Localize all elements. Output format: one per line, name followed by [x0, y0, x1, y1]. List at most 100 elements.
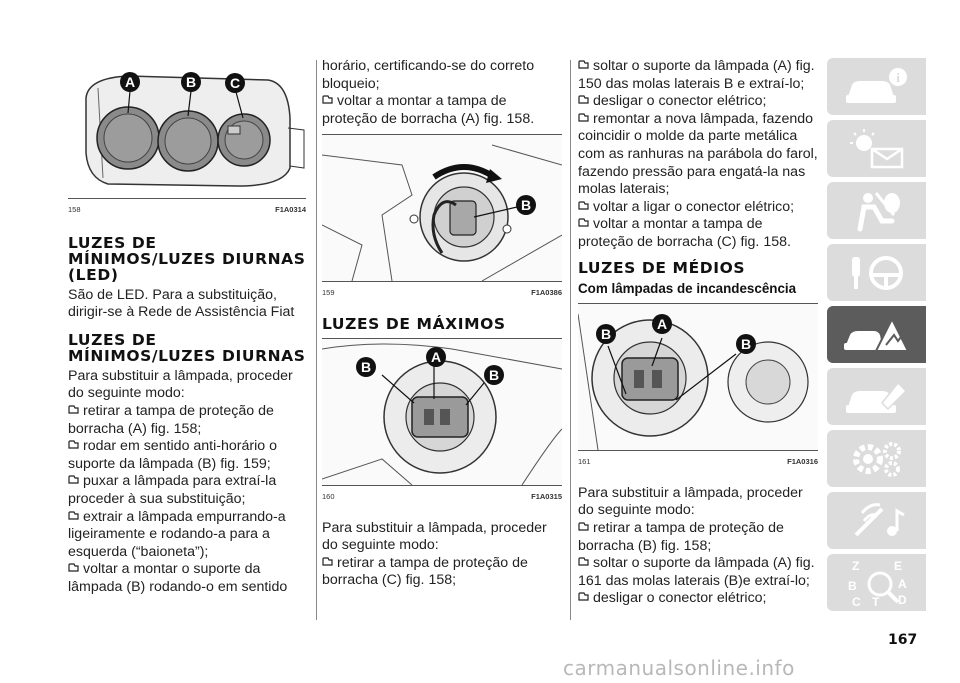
callout-letter: B	[521, 197, 531, 213]
figure-caption: 160 F1A0315	[322, 486, 562, 506]
column-1: A B C 158 F1A0314 LUZES DE MÍNIMOS/LUZES…	[68, 58, 306, 597]
bullet-icon	[68, 475, 79, 484]
list-item: retirar a tampa de proteção de borracha …	[578, 520, 818, 555]
list-item-text: retirar a tampa de proteção de borracha …	[322, 554, 528, 589]
tab-index[interactable]: Z E B A C T D	[827, 554, 926, 611]
maintenance-icon	[845, 381, 907, 413]
list-item: voltar a montar o suporte da lâmpada (B)…	[68, 561, 306, 596]
figure-number: 160	[322, 491, 335, 501]
bullet-icon	[578, 201, 589, 210]
list-item-text: retirar a tampa de proteção de borracha …	[578, 519, 784, 554]
figure-code: F1A0314	[275, 205, 306, 214]
paragraph: São de LED. Para a substituição, dirigir…	[68, 286, 295, 321]
bullet-icon	[578, 218, 589, 227]
list-item-text: retirar a tampa de proteção de borracha …	[68, 402, 274, 437]
list-item: voltar a ligar o conector elétrico;	[578, 199, 818, 217]
index-icon: Z E B A C T D	[848, 559, 907, 608]
list-item-text: desligar o conector elétrico;	[593, 590, 767, 607]
index-letter: A	[898, 577, 907, 591]
paragraph: Para substituir a lâmpada, proceder do s…	[322, 519, 547, 554]
list-item: desligar o conector elétrico;	[578, 590, 818, 608]
bullet-icon	[578, 60, 589, 69]
figure-code: F1A0315	[531, 491, 562, 501]
callout-letter: B	[361, 359, 371, 375]
bullet-icon	[322, 557, 333, 566]
figure-161: B A B	[578, 303, 818, 452]
figure-number: 161	[578, 457, 591, 467]
list-item: soltar o suporte da lâmpada (A) fig. 150…	[578, 58, 818, 93]
bullet-icon	[322, 95, 333, 104]
list-item: retirar a tampa de proteção de borracha …	[322, 555, 562, 590]
svg-text:i: i	[896, 70, 900, 85]
list-item-text: extrair a lâmpada empurrando-a ligeirame…	[68, 508, 286, 560]
tab-technical-data[interactable]	[827, 430, 926, 487]
high-beam-socket-diagram: B A B	[322, 343, 562, 485]
paragraph: Para substituir a lâmpada, proceder do s…	[578, 484, 803, 519]
figure-number: 158	[68, 205, 81, 214]
watermark: carmanualsonline.info	[563, 656, 795, 680]
column-divider	[570, 60, 571, 620]
list-item-text: voltar a ligar o conector elétrico;	[593, 198, 795, 215]
emergency-icon	[843, 316, 910, 352]
callout-letter: B	[741, 336, 751, 352]
tab-warning-lights[interactable]	[827, 120, 926, 177]
subsection-heading: Com lâmpadas de incandescência	[578, 280, 797, 296]
bullet-icon	[578, 95, 589, 104]
tab-safety[interactable]	[827, 182, 926, 239]
list-item-text: soltar o suporte da lâmpada (A) fig. 150…	[578, 58, 815, 92]
low-beam-socket-diagram: B	[322, 144, 562, 282]
figure-code: F1A0316	[787, 457, 818, 467]
column-divider	[316, 60, 317, 620]
index-letter: E	[894, 559, 902, 573]
list-item-text: voltar a montar a tampa de proteção de b…	[322, 93, 535, 127]
tab-maintenance[interactable]	[827, 368, 926, 425]
paragraph: Para substituir a lâmpada, proceder do s…	[68, 367, 293, 402]
list-item-text: remontar a nova lâmpada, fazendo coincid…	[578, 110, 818, 198]
section-heading: LUZES DE MÍNIMOS/LUZES DIURNAS (LED)	[68, 233, 306, 284]
index-letter: B	[848, 579, 857, 593]
car-info-icon: i	[845, 67, 907, 103]
section-heading: LUZES DE MÁXIMOS	[322, 314, 506, 333]
bullet-icon	[578, 113, 589, 122]
figure-caption: 159 F1A0386	[322, 282, 562, 302]
figure-caption: 161 F1A0316	[578, 451, 818, 471]
low-beam-bulb-diagram: B A B	[578, 314, 809, 451]
paragraph: horário, certificando-se do correto bloq…	[322, 58, 535, 92]
list-item: rodar em sentido anti-horário o suporte …	[68, 438, 306, 473]
figure-158: A B C	[68, 58, 306, 199]
callout-letter: A	[125, 74, 135, 90]
index-letter: T	[872, 595, 880, 608]
bullet-icon	[68, 563, 79, 572]
warning-lights-icon	[849, 128, 903, 168]
bullet-icon	[578, 592, 589, 601]
driving-controls-icon	[851, 255, 903, 290]
list-item: voltar a montar a tampa de proteção de b…	[578, 216, 818, 251]
callout-letter: B	[601, 326, 611, 342]
list-item-text: desligar o conector elétrico;	[593, 93, 767, 110]
page-number: 167	[888, 632, 918, 648]
tab-emergency[interactable]	[827, 306, 926, 363]
tab-multimedia[interactable]	[827, 492, 926, 549]
list-item: retirar a tampa de proteção de borracha …	[68, 403, 306, 438]
tab-car-info[interactable]: i	[827, 58, 926, 115]
callout-letter: C	[230, 75, 240, 91]
list-item-text: voltar a montar o suporte da lâmpada (B)…	[68, 561, 288, 595]
list-item-text: puxar a lâmpada para extraí-la proceder …	[68, 473, 277, 507]
callout-letter: B	[489, 367, 499, 383]
callout-letter: A	[431, 349, 441, 365]
index-letter: D	[898, 593, 907, 607]
technical-data-icon	[852, 441, 901, 477]
index-letter: Z	[852, 559, 859, 573]
bullet-icon	[68, 510, 79, 520]
figure-159: B	[322, 134, 562, 283]
list-item-text: rodar em sentido anti-horário o suporte …	[68, 438, 277, 472]
index-letter: C	[852, 595, 861, 608]
callout-letter: B	[186, 74, 196, 90]
list-item-text: soltar o suporte da lâmpada (A) fig. 161…	[578, 555, 815, 589]
list-item: voltar a montar a tampa de proteção de b…	[322, 93, 562, 128]
list-item: soltar o suporte da lâmpada (A) fig. 161…	[578, 555, 818, 590]
figure-code: F1A0386	[531, 288, 562, 298]
bullet-icon	[578, 522, 589, 531]
tab-driving[interactable]	[827, 244, 926, 301]
figure-160: B A B	[322, 337, 562, 486]
